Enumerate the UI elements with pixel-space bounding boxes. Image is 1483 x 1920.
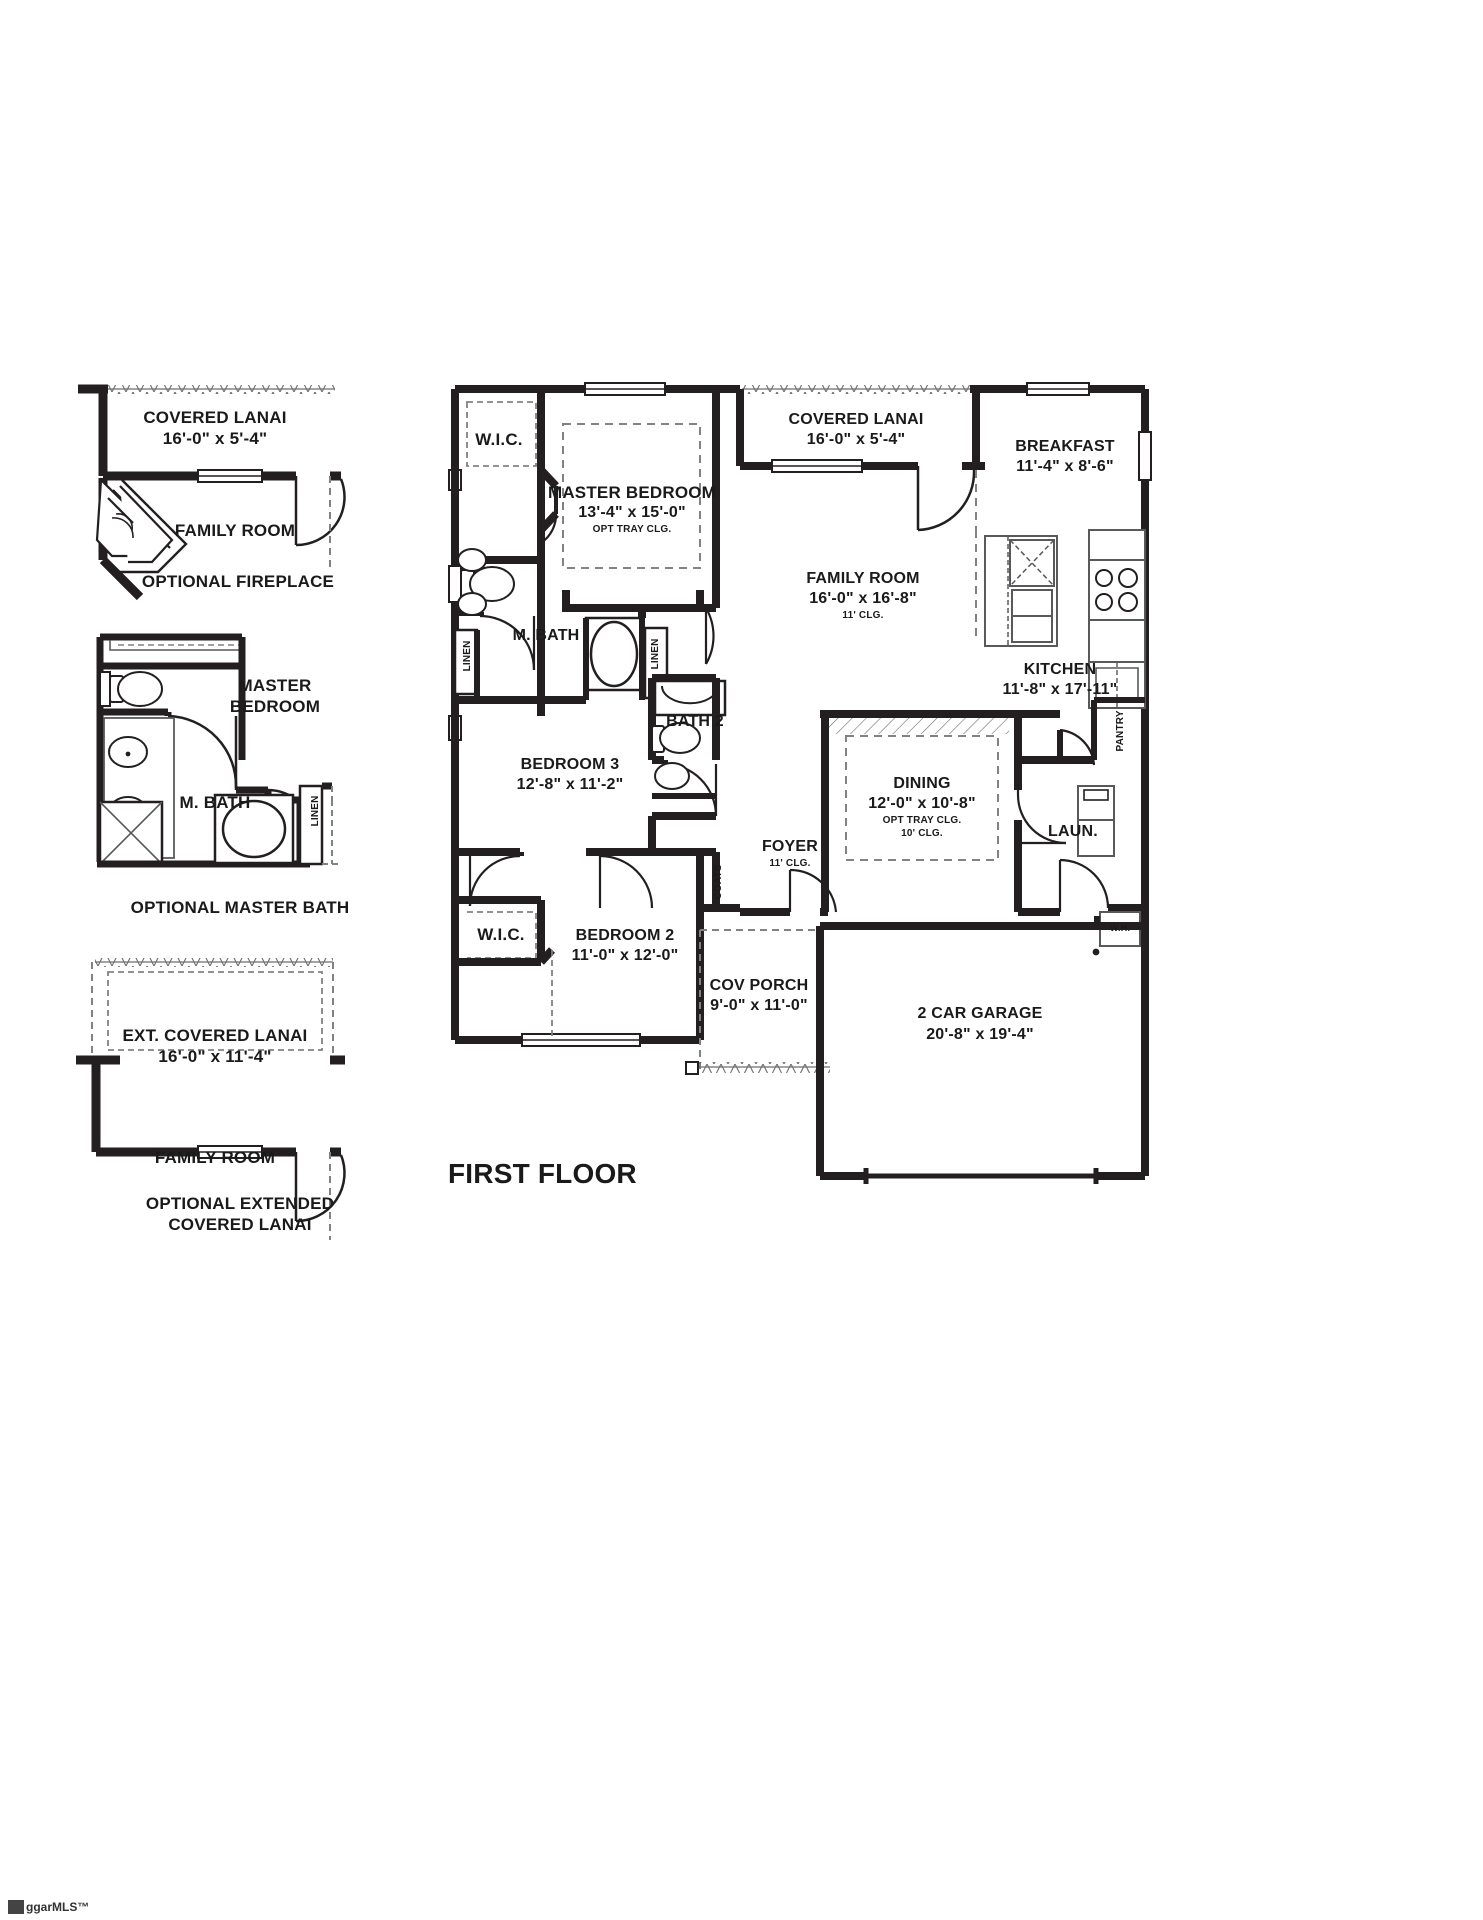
room-note-dining: OPT TRAY CLG.	[882, 815, 962, 826]
mls-watermark-text: ggarMLS™	[26, 1900, 90, 1914]
option-master-bath-linen-label: LINEN	[310, 795, 322, 827]
room-label-family-room: FAMILY ROOM	[806, 570, 920, 587]
option-ext-lanai-family-room-label: FAMILY ROOM	[154, 1148, 276, 1167]
room-label-master-bedroom: MASTER BEDROOM	[547, 483, 717, 502]
option-ext-lanai-caption-line1: OPTIONAL EXTENDED	[145, 1194, 335, 1213]
room-dimensions-garage: 20'-8" x 19'-4"	[926, 1026, 1034, 1043]
room-note-foyer: 11' CLG.	[769, 858, 811, 869]
page-title: FIRST FLOOR	[448, 1158, 637, 1189]
room-dimensions-bedroom-3: 12'-8" x 11'-2"	[516, 776, 624, 793]
room-label-kitchen: KITCHEN	[1023, 661, 1097, 678]
label-water-heater: W.H.	[1109, 923, 1131, 933]
option-ext-lanai-caption-line2: COVERED LANAI	[168, 1215, 312, 1234]
option-master-bath-bedroom-label: MASTER	[238, 676, 312, 695]
walls-group	[76, 382, 1152, 1240]
room-note2-dining: 10' CLG.	[901, 828, 943, 839]
room-dimensions-bedroom-2: 11'-0" x 12'-0"	[571, 947, 679, 964]
room-note-family-room: 11' CLG.	[842, 610, 884, 621]
room-label-bath-2: BATH 2	[666, 713, 724, 730]
room-dimensions-breakfast: 11'-4" x 8'-6"	[1016, 458, 1114, 475]
option-fireplace-drawing	[78, 384, 346, 601]
mls-watermark: ggarMLS™	[8, 1900, 89, 1914]
room-label-laundry: LAUN.	[1048, 823, 1098, 840]
option-master-bath-label: M. BATH	[179, 793, 251, 812]
room-label-wic-1: W.I.C.	[475, 430, 523, 449]
room-dimensions-covered-lanai: 16'-0" x 5'-4"	[806, 431, 906, 448]
room-dimensions-master-bedroom: 13'-4" x 15'-0"	[578, 504, 686, 521]
mls-logo-icon	[8, 1900, 24, 1914]
room-label-breakfast: BREAKFAST	[1015, 438, 1115, 455]
label-coats: COATS	[713, 864, 725, 900]
room-label-cov-porch: COV PORCH	[709, 977, 809, 994]
option-fireplace-lanai-dimensions: 16'-0" x 5'-4"	[162, 429, 268, 448]
option-fireplace-lanai-label: COVERED LANAI	[143, 408, 287, 427]
option-master-bath-bedroom-label-2: BEDROOM	[229, 697, 321, 716]
option-master-bath-caption: OPTIONAL MASTER BATH	[130, 898, 350, 917]
room-dimensions-kitchen: 11'-8" x 17'-11"	[1002, 681, 1118, 698]
room-note-master-bedroom: OPT TRAY CLG.	[592, 524, 672, 535]
room-label-foyer: FOYER	[761, 838, 819, 855]
option-fireplace-caption: OPTIONAL FIREPLACE	[141, 572, 335, 591]
room-dimensions-dining: 12'-0" x 10'-8"	[868, 795, 976, 812]
room-label-m-bath: M. BATH	[512, 627, 580, 644]
room-dimensions-cov-porch: 9'-0" x 11'-0"	[710, 997, 808, 1014]
first-floor-drawing	[448, 382, 1152, 1184]
room-label-garage: 2 CAR GARAGE	[917, 1005, 1043, 1022]
room-label-bedroom-2: BEDROOM 2	[575, 927, 675, 944]
option-ext-lanai-dimensions: 16'-0" x 11'-4"	[158, 1047, 272, 1066]
room-dimensions-family-room: 16'-0" x 16'-8"	[809, 590, 917, 607]
label-linen-1: LINEN	[462, 640, 474, 672]
label-linen-2: LINEN	[650, 638, 662, 670]
option-fireplace-family-room-label: FAMILY ROOM	[174, 521, 296, 540]
room-label-bedroom-3: BEDROOM 3	[520, 756, 620, 773]
option-extended-lanai-drawing	[76, 958, 346, 1240]
room-label-wic-2: W.I.C.	[477, 925, 525, 944]
option-master-bath-drawing	[96, 633, 340, 868]
option-ext-lanai-label: EXT. COVERED LANAI	[122, 1026, 308, 1045]
room-label-covered-lanai: COVERED LANAI	[788, 411, 924, 428]
label-pantry: PANTRY	[1115, 710, 1127, 752]
room-label-dining: DINING	[893, 775, 951, 792]
